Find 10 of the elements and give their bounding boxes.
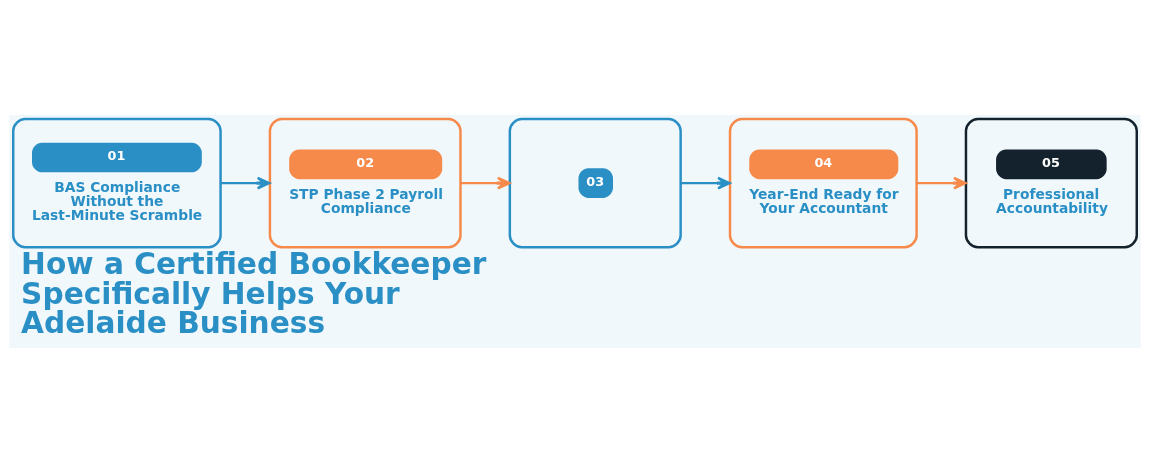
arrow bbox=[916, 176, 967, 190]
node-box: 04 Year-End Ready for Your Accountant bbox=[728, 117, 918, 249]
node-box: 02 STP Phase 2 Payroll Compliance bbox=[268, 117, 462, 249]
arrow bbox=[460, 176, 511, 190]
node-box: 01 BAS Compliance Without the Last-Minute Scramble bbox=[12, 117, 222, 249]
arrow bbox=[220, 176, 271, 190]
diagram-title: How a Certified Bookkeeper Specifically Helps Your Adelaide Business bbox=[21, 246, 487, 340]
node-box: 05 Professional Accountability bbox=[964, 117, 1138, 249]
node-box: 03 bbox=[508, 117, 682, 249]
arrow bbox=[680, 176, 732, 190]
